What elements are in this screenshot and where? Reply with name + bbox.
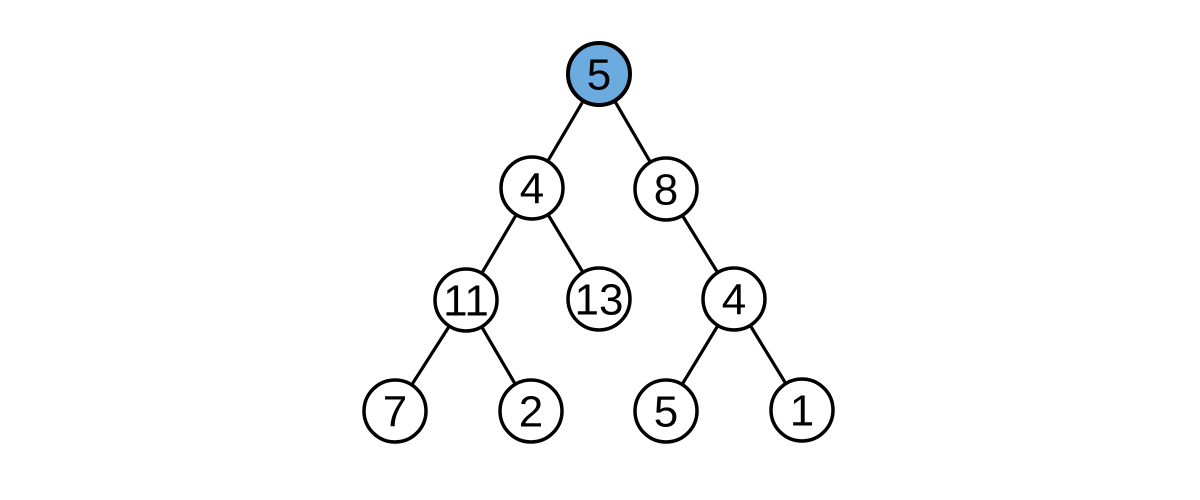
tree-node-label-n11: 11 xyxy=(443,276,489,325)
tree-node-n2 xyxy=(498,378,564,444)
tree-node-label-n13: 13 xyxy=(575,275,624,324)
tree-node-label-n1: 1 xyxy=(790,386,814,435)
tree-node-n8 xyxy=(633,156,699,222)
tree-node-label-n8: 8 xyxy=(654,165,678,214)
tree-node-n11 xyxy=(433,267,499,333)
tree-node-label-n4b: 4 xyxy=(722,275,746,324)
tree-node-label-n5b: 5 xyxy=(654,387,678,436)
tree-node-n4b xyxy=(701,266,767,332)
tree-node-label-n7: 7 xyxy=(383,387,407,436)
tree-node-n5b xyxy=(633,378,699,444)
tree-node-label-n2: 2 xyxy=(519,387,543,436)
tree-node-n13 xyxy=(566,266,632,332)
tree-node-n1 xyxy=(769,377,835,443)
tree-node-label-root: 5 xyxy=(587,50,611,99)
tree-node-n7 xyxy=(362,378,428,444)
tree-node-n4a xyxy=(499,155,565,221)
tree-node-label-n4a: 4 xyxy=(520,164,544,213)
tree-node-root xyxy=(566,41,632,107)
